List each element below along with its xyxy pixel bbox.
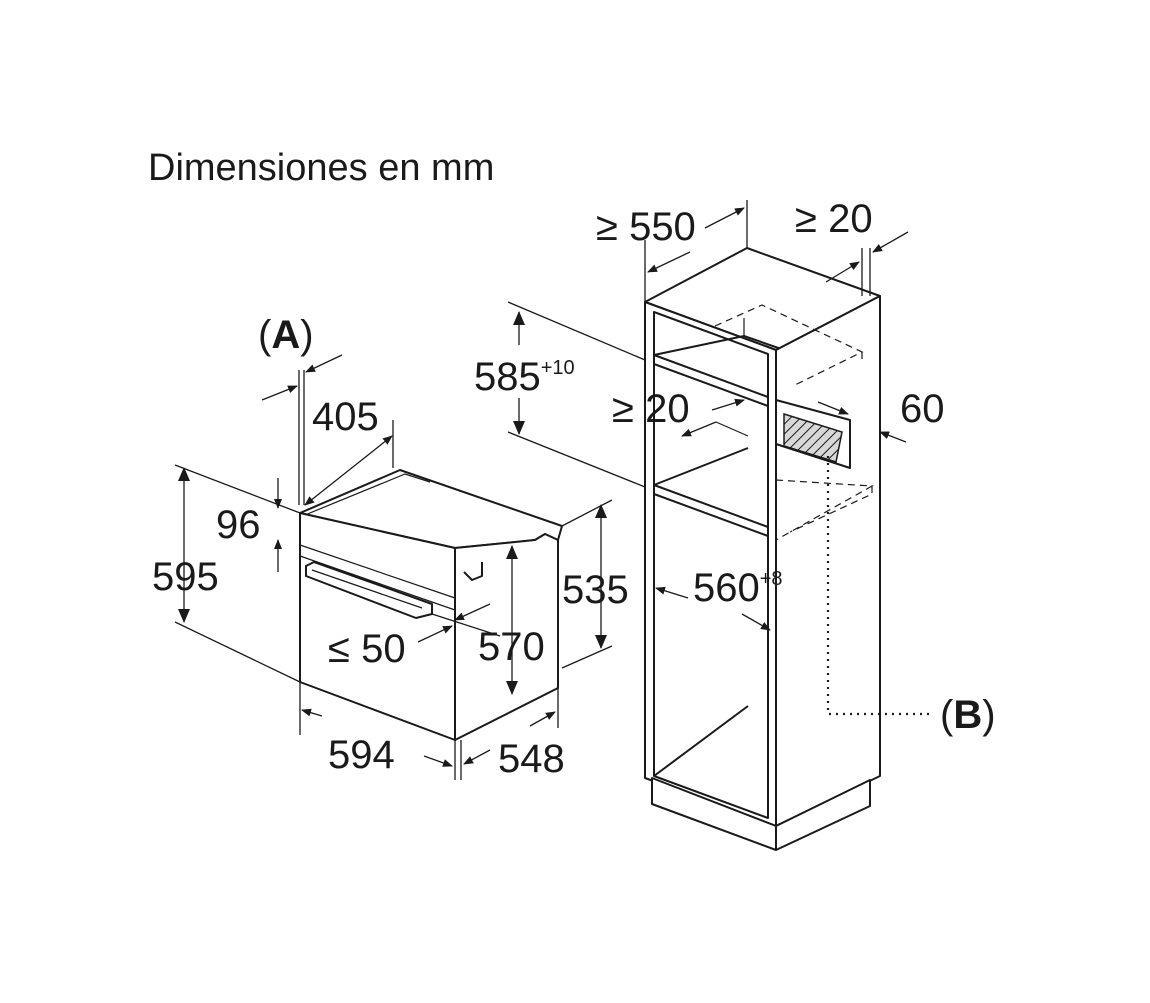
niche-height-label: 585+10 <box>474 355 575 399</box>
page-title: Dimensiones en mm <box>148 147 494 189</box>
cabinet-dimensions <box>507 200 909 631</box>
cabinet-drawing <box>644 247 930 851</box>
side-height-label: 535 <box>562 568 629 612</box>
oven-labels: (A) 405 96 595 ≤ 50 570 535 594 548 <box>152 313 629 781</box>
cabinet-front-frame <box>644 301 777 827</box>
vent-depth-label: 60 <box>900 387 945 431</box>
depth-top-label: 405 <box>312 395 379 439</box>
cabinet-labels: ≥ 550 ≥ 20 585+10 ≥ 20 60 560+8 (B) <box>474 197 996 737</box>
niche-width-label: 560+8 <box>693 566 783 610</box>
oven-dimensions <box>174 354 613 780</box>
depth-label: 548 <box>498 737 565 781</box>
width-label: 594 <box>328 733 395 777</box>
handle-gap-label: ≤ 50 <box>328 627 406 671</box>
height-total-label: 595 <box>152 555 219 599</box>
back-gap-label: ≥ 20 <box>795 197 873 241</box>
top-gap-label: 96 <box>216 503 261 547</box>
front-height-label: 570 <box>478 625 545 669</box>
b-marker-label: (B) <box>940 693 996 737</box>
vent-hatch <box>783 412 843 463</box>
oven-drawing <box>299 469 563 741</box>
min-depth-label: ≥ 550 <box>596 205 696 249</box>
a-marker-label: (A) <box>258 313 314 357</box>
vent-gap-label: ≥ 20 <box>612 387 690 431</box>
